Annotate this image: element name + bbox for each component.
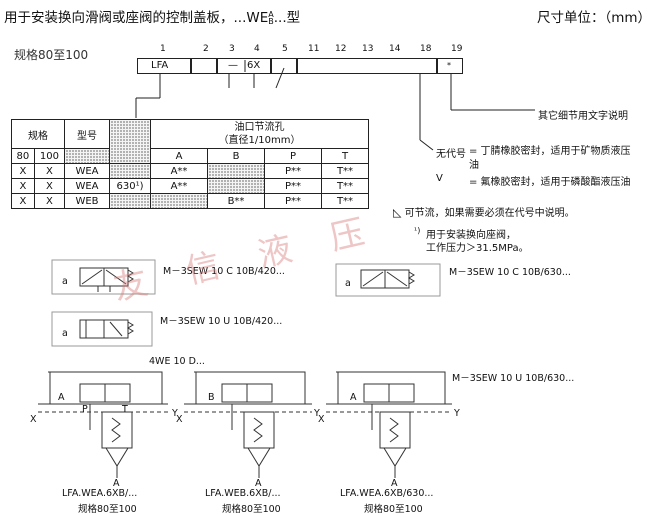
code-box-5 xyxy=(271,58,297,74)
code-pos-13: 13 xyxy=(362,44,374,54)
code-pos-4: 4 xyxy=(254,44,260,54)
seal-v-key: V xyxy=(436,173,443,184)
cover-caption-1: LFA.WEA.6XB/... xyxy=(62,488,138,499)
symbol-caption-2: M－3SEW 10 C 10B/630... xyxy=(449,267,571,278)
cover1-port-p: P xyxy=(82,404,88,415)
cover1-port-a: A xyxy=(58,392,65,403)
code-pos-2: 2 xyxy=(203,44,209,54)
th-type-blank xyxy=(64,148,110,164)
throttle-note: ◺ 可节流，如果需要必须在代号中说明。 xyxy=(393,206,575,219)
seal-none-desc: = 丁腈橡胶密封，适用于矿物质液压油 xyxy=(469,146,631,171)
cover2-port-y: Y xyxy=(314,408,320,419)
symbol-caption-3: M－3SEW 10 U 10B/420... xyxy=(160,316,283,327)
seal-v-desc: = 氟橡胶密封，适用于磷酸酯液压油 xyxy=(469,177,631,188)
cover1-port-a-main: A xyxy=(113,478,120,489)
solenoid-a-label: a xyxy=(62,328,68,339)
seal-none-key: 无代号 xyxy=(436,149,466,160)
cover-caption-2: LFA.WEB.6XB/... xyxy=(205,488,281,499)
th-blank xyxy=(109,119,151,164)
code-box-series: —6X xyxy=(217,58,271,74)
cover-size-1: 规格80至100 xyxy=(78,504,137,515)
cover2-port-x: X xyxy=(176,414,183,425)
throttle-icon: ◺ xyxy=(393,206,402,219)
cover3-port-a: A xyxy=(350,392,357,403)
code-pos-14: 14 xyxy=(389,44,401,54)
code-box-lfa: LFA xyxy=(137,58,191,74)
cover-size-2: 规格80至100 xyxy=(222,504,281,515)
unit-label: 尺寸单位：（mm） xyxy=(537,10,648,26)
cover3-port-y: Y xyxy=(454,408,460,419)
detail-note: 其它细节用文字说明 xyxy=(538,111,628,122)
symbol-caption-4: 4WE 10 D... xyxy=(149,356,205,367)
code-box-options xyxy=(297,58,437,74)
th-type: 型号 xyxy=(64,119,110,149)
cover2-port-b: B xyxy=(208,392,215,403)
code-pos-1: 1 xyxy=(160,44,166,54)
code-box-19: * xyxy=(437,58,463,74)
th-orifice: 油口节流孔（直径1/10mm） xyxy=(150,119,369,149)
code-box-2 xyxy=(191,58,217,74)
code-pos-19: 19 xyxy=(451,44,463,54)
footnote-line2: 工作压力＞31.5MPa。 xyxy=(426,243,529,254)
cover2-port-a-main: A xyxy=(255,478,262,489)
symbol-caption-5: M－3SEW 10 U 10B/630... xyxy=(452,373,575,384)
cover-size-3: 规格80至100 xyxy=(364,504,423,515)
symbol-caption-1: M－3SEW 10 C 10B/420... xyxy=(163,266,285,277)
cover3-port-x: X xyxy=(318,414,325,425)
cover-caption-3: LFA.WEA.6XB/630... xyxy=(340,488,434,499)
code-pos-11: 11 xyxy=(308,44,320,54)
code-pos-12: 12 xyxy=(335,44,347,54)
solenoid-a-label: a xyxy=(345,278,351,289)
code-pos-3: 3 xyxy=(229,44,235,54)
cover1-port-y: Y xyxy=(172,408,178,419)
cover1-port-x: X xyxy=(30,414,37,425)
cover1-port-t: T xyxy=(122,404,128,415)
code-pos-5: 5 xyxy=(282,44,288,54)
spec-label: 规格80至100 xyxy=(14,48,89,62)
code-pos-18: 18 xyxy=(420,44,432,54)
footnote-mark: ¹) xyxy=(414,226,421,235)
solenoid-a-label: a xyxy=(62,276,68,287)
footnote-line1: 用于安装换向座阀， xyxy=(426,230,516,241)
cover3-port-a-main: A xyxy=(391,478,398,489)
